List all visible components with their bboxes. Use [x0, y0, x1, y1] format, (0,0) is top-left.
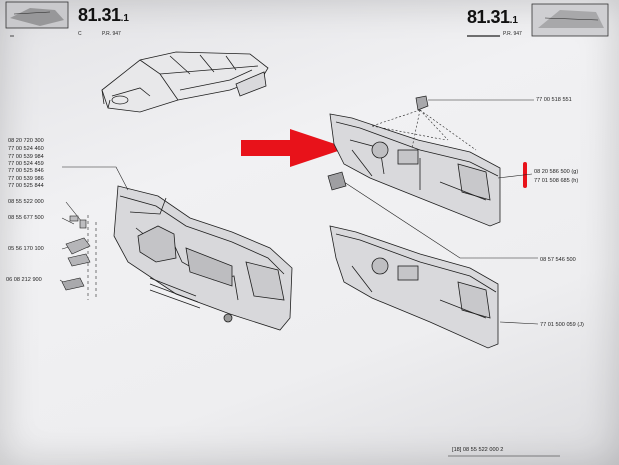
- part-number-panel-a: 08 20 586 500 (g): [534, 169, 578, 175]
- part-number-panel-b-value: 77 01 508 685: [534, 178, 570, 184]
- footer-reference: [18] 08 55 522 000 2: [452, 447, 504, 453]
- thumbnail-left: [5, 1, 69, 29]
- part-number: 77 00 539 984: [8, 154, 44, 160]
- part-number-panel-b: 77 01 508 685 (h): [534, 178, 578, 184]
- part-number-panel-b-suffix: (h): [571, 178, 579, 184]
- part-number-clip: 77 00 518 551: [536, 97, 572, 103]
- panel-upper-right: [329, 113, 501, 227]
- part-number-panel-a-suffix: (g): [571, 169, 579, 175]
- part-number: 06 08 212 900: [6, 277, 42, 283]
- fastener-clip: [61, 277, 85, 291]
- part-number: 08 55 522 000: [8, 199, 44, 205]
- ref-main: 81: [467, 7, 487, 27]
- part-number-lower-panel-value: 77 01 500 059: [540, 322, 576, 328]
- ref-sub: .1: [120, 13, 129, 24]
- small-bracket: [327, 171, 347, 191]
- part-number-lower-panel: 77 01 500 059 (J): [540, 322, 584, 328]
- front-panel-left: [113, 185, 293, 331]
- ref-main: 81: [78, 5, 98, 25]
- thumbnail-right: [531, 3, 609, 37]
- page-reference-right: 81.31.1: [467, 7, 518, 28]
- header-letter: C: [78, 31, 82, 37]
- part-number-bracket: 08 57 546 500: [540, 257, 576, 263]
- header-code-left: P.R. 947: [102, 31, 121, 37]
- part-number-panel-a-value: 08 20 586 500: [534, 169, 570, 175]
- header-code-right: P.R. 947: [503, 31, 522, 37]
- footer-part: 08 55 522 000: [462, 447, 499, 453]
- clip-fastener: [415, 95, 429, 111]
- part-number: 77 00 524 460: [8, 146, 44, 152]
- red-arrow-indicator: [241, 129, 347, 167]
- part-number: 08 55 677 500: [8, 215, 44, 221]
- footer-index: 18: [453, 447, 460, 453]
- footer-suffix: 2: [500, 447, 504, 453]
- part-number: 05 56 170 100: [8, 246, 44, 252]
- car-body-shell: [101, 51, 269, 113]
- fastener-nut-plate: [65, 237, 91, 267]
- ref-sub: .1: [509, 15, 518, 26]
- part-number: 08 20 720 300: [8, 138, 44, 144]
- leader-lines-right: [343, 99, 539, 325]
- part-number: 77 00 525 846: [8, 168, 44, 174]
- page-reference-left: 81.31.1: [78, 5, 129, 26]
- part-number: 77 00 539 986: [8, 176, 44, 182]
- part-number: 77 00 525 844: [8, 183, 44, 189]
- ref-section: .31: [486, 7, 510, 27]
- dashed-leader-lines: [371, 109, 477, 151]
- part-number-lower-panel-suffix: (J): [577, 322, 584, 328]
- fastener-screw: [69, 215, 87, 229]
- part-number: 77 00 524 459: [8, 161, 44, 167]
- ref-section: .31: [97, 5, 121, 25]
- panel-lower-right: [329, 225, 499, 349]
